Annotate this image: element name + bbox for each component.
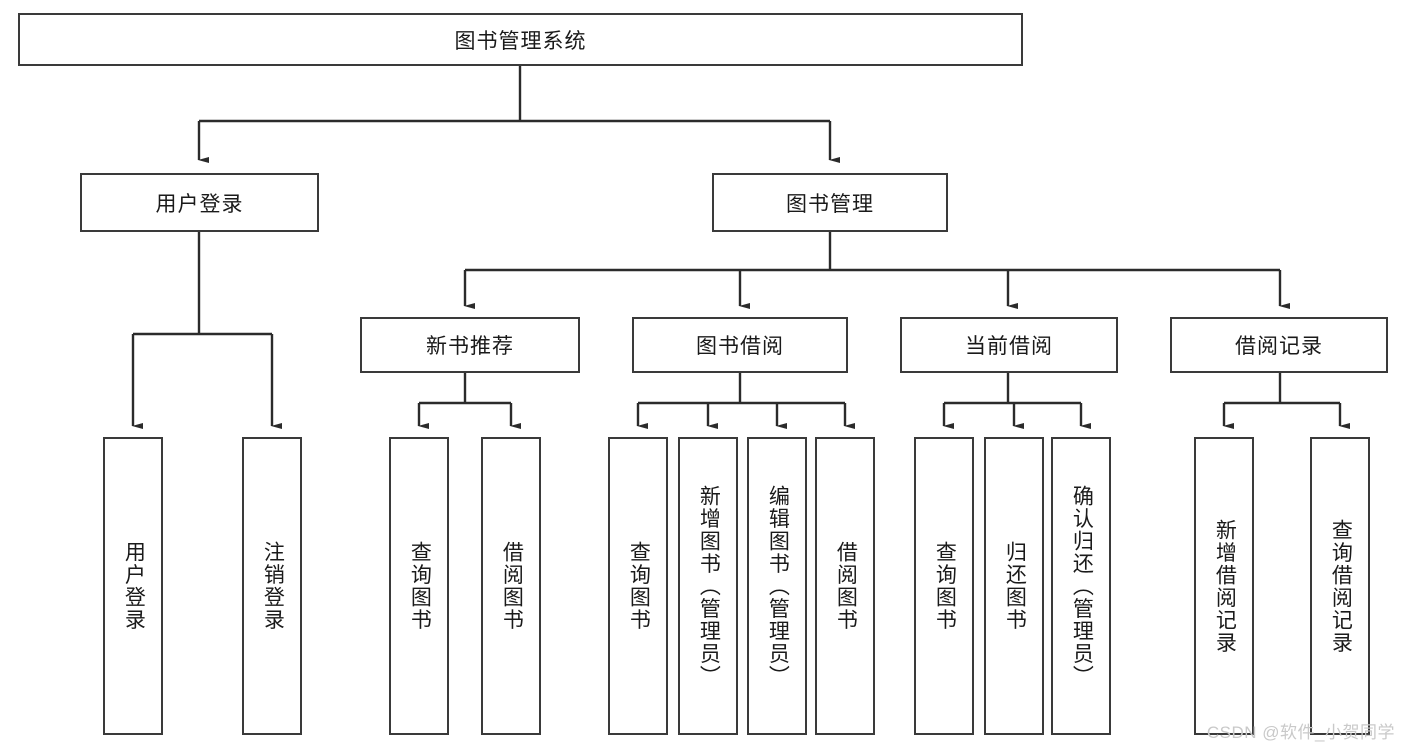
leaf-borrow-add-book[interactable]: 新增图书（管理员） [678, 437, 738, 735]
node-label: 查询借阅记录 [1329, 518, 1353, 654]
leaf-current-return-book[interactable]: 归还图书 [984, 437, 1044, 735]
node-label: 新增图书（管理员） [697, 484, 721, 688]
node-user-login[interactable]: 用户登录 [80, 173, 319, 232]
node-root-system[interactable]: 图书管理系统 [18, 13, 1023, 66]
node-label: 新增借阅记录 [1213, 518, 1237, 654]
node-label: 归还图书 [1003, 541, 1027, 631]
leaf-borrow-edit-book[interactable]: 编辑图书（管理员） [747, 437, 807, 735]
leaf-borrow-query-book[interactable]: 查询图书 [608, 437, 668, 735]
node-book-borrow[interactable]: 图书借阅 [632, 317, 848, 373]
node-label: 图书管理系统 [454, 29, 587, 53]
node-book-management[interactable]: 图书管理 [712, 173, 948, 232]
leaf-current-query-book[interactable]: 查询图书 [914, 437, 974, 735]
leaf-user-login-signout[interactable]: 注销登录 [242, 437, 302, 735]
node-borrow-record[interactable]: 借阅记录 [1170, 317, 1388, 373]
csdn-watermark: CSDN @软件_小贺同学 [1206, 723, 1395, 742]
leaf-record-query-record[interactable]: 查询借阅记录 [1310, 437, 1370, 735]
leaf-user-login-signin[interactable]: 用户登录 [103, 437, 163, 735]
node-label: 用户登录 [155, 192, 244, 216]
node-label: 用户登录 [122, 541, 146, 631]
node-label: 编辑图书（管理员） [766, 484, 790, 688]
leaf-current-confirm-return[interactable]: 确认归还（管理员） [1051, 437, 1111, 735]
node-new-book-recommend[interactable]: 新书推荐 [360, 317, 580, 373]
node-label: 借阅记录 [1235, 335, 1323, 358]
node-label: 借阅图书 [834, 541, 858, 631]
node-current-borrow[interactable]: 当前借阅 [900, 317, 1118, 373]
node-label: 图书借阅 [696, 335, 784, 358]
node-label: 图书管理 [786, 192, 874, 216]
leaf-record-add-record[interactable]: 新增借阅记录 [1194, 437, 1254, 735]
node-label: 当前借阅 [965, 335, 1053, 358]
leaf-recommend-query-book[interactable]: 查询图书 [389, 437, 449, 735]
leaf-recommend-borrow-book[interactable]: 借阅图书 [481, 437, 541, 735]
node-label: 查询图书 [933, 541, 957, 631]
node-label: 注销登录 [261, 541, 285, 631]
node-label: 查询图书 [627, 541, 651, 631]
node-label: 借阅图书 [500, 541, 524, 631]
leaf-borrow-borrow-book[interactable]: 借阅图书 [815, 437, 875, 735]
node-label: 确认归还（管理员） [1070, 484, 1094, 688]
node-label: 查询图书 [408, 541, 432, 631]
node-label: 新书推荐 [426, 335, 514, 358]
